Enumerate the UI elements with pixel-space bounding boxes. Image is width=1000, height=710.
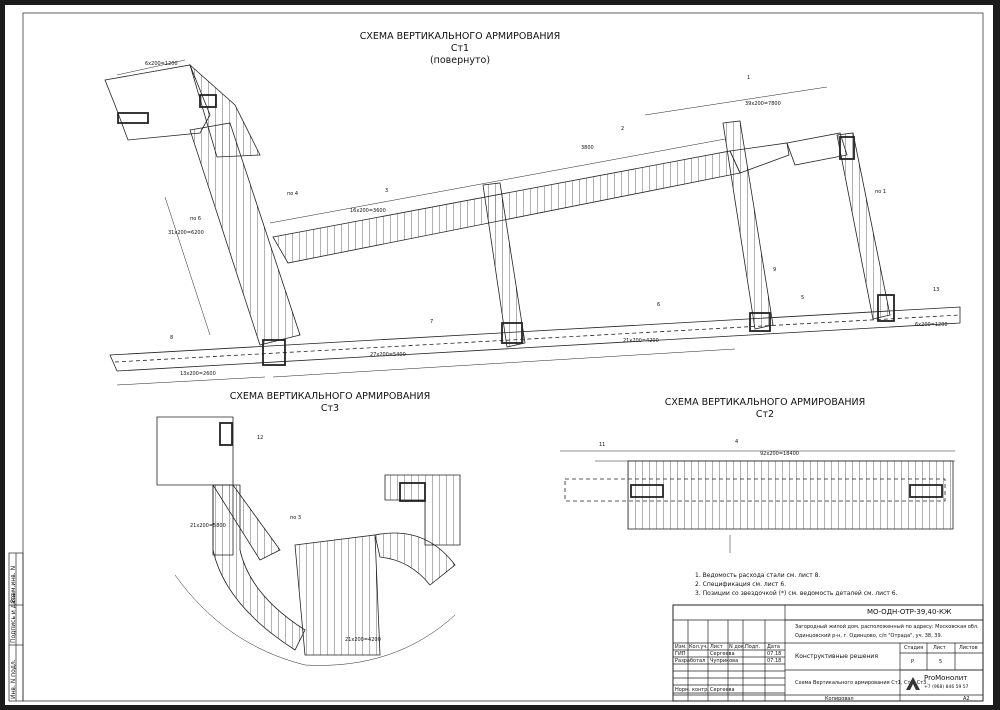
note-3: 3. Позиции со звездочкой (*) см. ведомос… [695, 590, 898, 597]
mark-2: 2 [621, 126, 625, 132]
side-inv: Инв. N подл. [10, 659, 17, 699]
logo-icon [906, 677, 920, 690]
st1-title-line1: СХЕМА ВЕРТИКАЛЬНОГО АРМИРОВАНИЯ [359, 31, 561, 42]
stage-value: Р [911, 659, 915, 665]
mark-po6: по 6 [190, 216, 202, 222]
col-list: Лист [710, 644, 723, 650]
st3-title-line2: Ст3 [320, 403, 340, 414]
dim-st1-tl: 6х200=1200 [145, 61, 178, 67]
name-dev: Чуприкова [710, 658, 739, 664]
dim-st1-main: 3800 [581, 145, 594, 151]
title-block-frame [8, 12, 984, 702]
copied-label: Копировал [825, 696, 854, 702]
stage-header: Стадия [904, 645, 924, 651]
role-dev: Разработал [675, 658, 706, 664]
st3-title: СХЕМА ВЕРТИКАЛЬНОГО АРМИРОВАНИЯ Ст3 [210, 391, 450, 415]
st2-title: СХЕМА ВЕРТИКАЛЬНОГО АРМИРОВАНИЯ Ст2 [645, 397, 885, 421]
mark-po4: по 4 [287, 191, 299, 197]
name-norm: Сергеева [710, 687, 735, 693]
drawing-sheet: СХЕМА ВЕРТИКАЛЬНОГО АРМИРОВАНИЯ Ст1 (пов… [5, 5, 993, 705]
st1-title-line2: Ст1 [450, 43, 470, 54]
st3-scheme [156, 416, 461, 666]
date-gip: 07.18 [767, 651, 782, 657]
dim-st1-mid: 16х200=3600 [350, 208, 386, 214]
project-line1: Загородный жилой дом, расположенный по а… [795, 624, 979, 630]
notes-block: 1. Ведомость расхода стали см. лист 8. 2… [695, 571, 898, 598]
mark-po1: по 1 [875, 189, 887, 195]
sheet-header: Лист [933, 645, 946, 651]
format-label: А2 [963, 696, 970, 702]
st2-scheme [560, 450, 955, 553]
dim-st1-right: 6х200=1200 [915, 322, 948, 328]
sheets-header: Листов [959, 645, 978, 651]
section-name: Конструктивные решения [795, 653, 878, 660]
logo-phone: +7 (968) 846 59 57 [924, 685, 969, 690]
st1-title-line3: (повернуто) [429, 55, 491, 66]
col-uch: Кол.уч. [689, 644, 708, 650]
mark-11: 11 [599, 442, 606, 448]
note-1: 1. Ведомость расхода стали см. лист 8. [695, 572, 821, 579]
dim-st1-bot2: 21х200=4200 [623, 338, 659, 344]
note-2: 2. Спецификация см. лист 6. [695, 581, 787, 588]
col-date: Дата [767, 644, 780, 650]
name-gip: Сергеева [710, 651, 735, 657]
project-line2: Одинцовский р-н, г. Одинцово, с/п "Отрад… [795, 633, 943, 639]
mark-9: 9 [773, 267, 777, 273]
sheet-title: Схема Вертикального армирования Ст1, Ст2… [795, 680, 928, 686]
logo: ProМонолит +7 (968) 846 59 57 [905, 673, 981, 693]
dim-st1-bot3: 13х200=2600 [180, 371, 216, 377]
dim-st2-main: 92х200=18400 [760, 451, 799, 457]
logo-name: ProМонолит [924, 674, 968, 682]
col-doc: N док. [729, 644, 746, 650]
dim-st1-top: 39х200=7800 [745, 101, 781, 107]
st2-title-line2: Ст2 [755, 409, 775, 420]
st3-title-line1: СХЕМА ВЕРТИКАЛЬНОГО АРМИРОВАНИЯ [229, 391, 431, 402]
mark-12: 12 [257, 435, 264, 441]
mark-7: 7 [430, 319, 434, 325]
drawing-canvas [8, 12, 984, 702]
mark-po3: по 3 [290, 515, 302, 521]
mark-1: 1 [747, 75, 751, 81]
side-vzam: Взам.инв. N [10, 565, 17, 603]
dim-st1-bot: 27х200=5400 [370, 352, 406, 358]
st1-title: СХЕМА ВЕРТИКАЛЬНОГО АРМИРОВАНИЯ Ст1 (пов… [335, 31, 585, 67]
dim-st3-b: 21х200=4200 [345, 637, 381, 643]
mark-8: 8 [170, 335, 174, 341]
date-dev: 07.18 [767, 658, 782, 664]
st2-title-line1: СХЕМА ВЕРТИКАЛЬНОГО АРМИРОВАНИЯ [664, 397, 866, 408]
dim-st1-left: 31х200=6200 [168, 230, 204, 236]
mark-3: 3 [385, 188, 389, 194]
mark-5: 5 [801, 295, 805, 301]
mark-4: 4 [735, 439, 739, 445]
mark-6: 6 [657, 302, 661, 308]
col-sign: Подп. [745, 644, 761, 650]
dim-st3-a: 21х200=5800 [190, 523, 226, 529]
col-izm: Изм. [675, 644, 687, 650]
doc-code: МО-ОДН-ОТР-39,40-КЖ [867, 608, 952, 616]
sheet-value: 5 [939, 659, 943, 665]
role-gip: ГИП [675, 651, 686, 657]
mark-13: 13 [933, 287, 940, 293]
role-norm: Норм. контр. [675, 687, 709, 693]
st1-scheme [104, 59, 961, 386]
